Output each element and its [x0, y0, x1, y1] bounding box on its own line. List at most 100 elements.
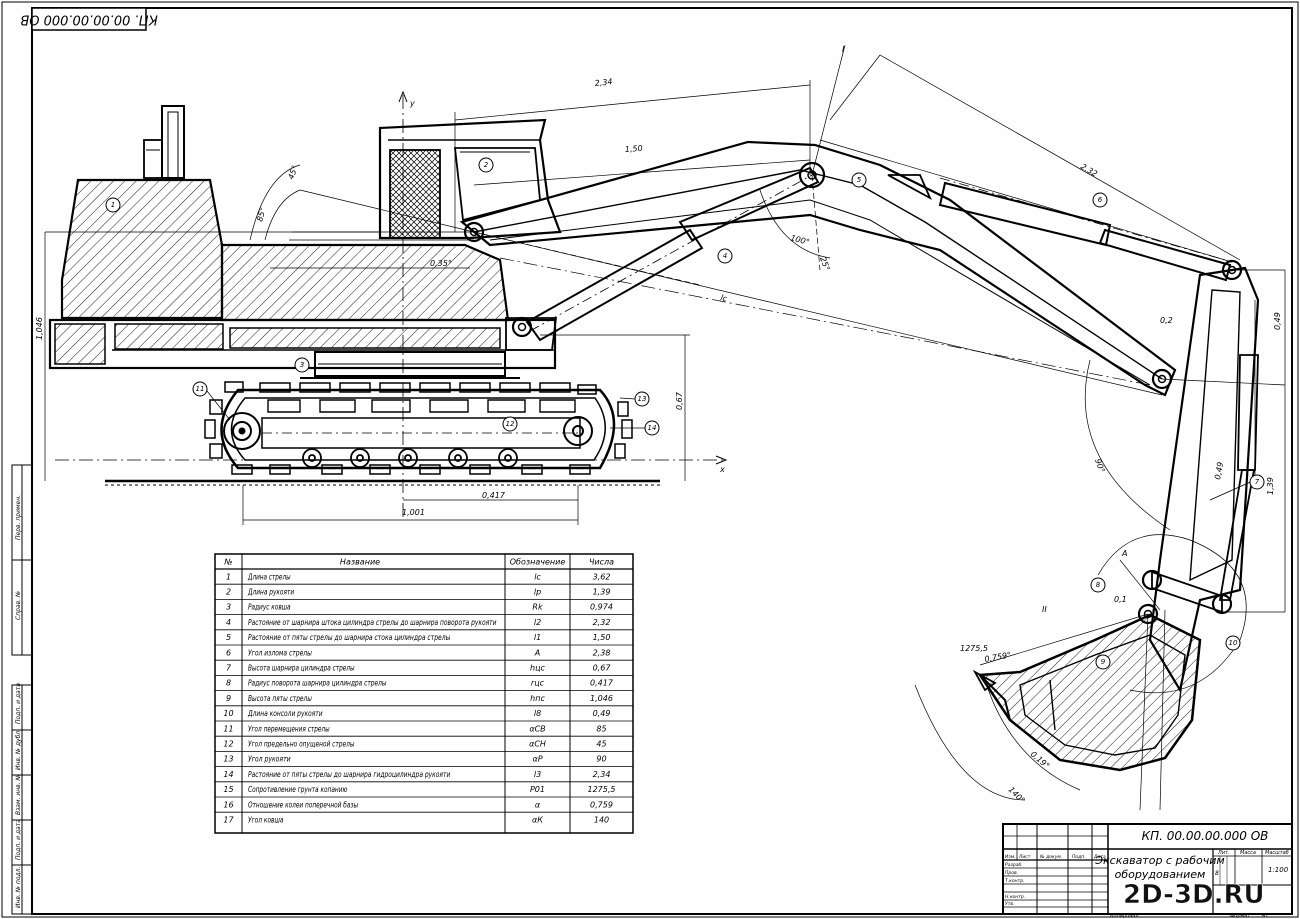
stamp-label-4: Инв. № дубл. — [15, 729, 22, 770]
dim-067: 0,67 — [675, 391, 684, 410]
table-cell-r6-c2: A — [534, 648, 540, 657]
table-cell-r16-c0: 16 — [223, 800, 233, 809]
table-cell-r15-c0: 15 — [223, 785, 233, 794]
table-cell-r4-c0: 4 — [226, 618, 231, 627]
title-format-value: А1 — [1261, 913, 1269, 919]
sheet-border-inner — [31, 7, 1293, 915]
dim-139: 1,39 — [1266, 477, 1275, 495]
table-cell-r2-c1: Длина рукояти — [247, 588, 294, 597]
callout-13: 13 — [638, 395, 647, 403]
dim-049a: 0,49 — [1273, 312, 1282, 330]
table-cell-r8-c1: Радиус поворота шарнира цилиндра стрелы — [248, 679, 386, 688]
callout-3: 3 — [300, 361, 304, 369]
title-copied: Копировал — [1110, 913, 1139, 919]
engine-housing — [60, 178, 224, 320]
table-header-2: Обозначение — [510, 558, 566, 567]
stamp-label-7: Инв. № подл. — [15, 867, 22, 908]
table-cell-r17-c0: 17 — [223, 816, 234, 825]
table-cell-r4-c1: Растояние от шарнира штока цилиндра стре… — [248, 618, 497, 627]
title-lit-label: Лит. — [1217, 850, 1230, 856]
roman-ii: II — [1042, 605, 1047, 614]
table-cell-r8-c2: rцс — [531, 679, 545, 688]
table-cell-r5-c1: Растояние от пяты стрелы до шарнира сток… — [248, 633, 450, 642]
watermark-logo: 2D-3D.RU — [1123, 880, 1265, 910]
axis-y-label: y — [409, 99, 415, 108]
table-cell-r14-c3: 2,34 — [593, 770, 611, 779]
top-code-box: КП. 00.00.00.000 ОВ — [20, 7, 158, 31]
table-cell-r3-c3: 0,974 — [590, 603, 613, 612]
table-cell-r16-c1: Отношение колеи поперечной базы — [248, 800, 358, 809]
table-cell-r2-c3: 1,39 — [593, 588, 611, 597]
table-cell-r6-c3: 2,38 — [593, 648, 611, 657]
table-cell-r13-c0: 13 — [223, 755, 233, 764]
title-block — [1002, 823, 1293, 915]
table-cell-r12-c1: Угол предельно опущеной стрелы — [248, 740, 355, 749]
table-cell-r11-c2: αСВ — [529, 724, 545, 733]
callout-9: 9 — [1101, 658, 1106, 666]
table-cell-r10-c0: 10 — [223, 709, 233, 718]
table-cell-r1-c3: 3,62 — [593, 572, 611, 581]
table-cell-r16-c3: 0,759 — [590, 800, 613, 809]
table-cell-r2-c2: lp — [534, 588, 541, 597]
angle-100: 100° — [789, 233, 810, 247]
table-cell-r11-c0: 11 — [223, 724, 233, 733]
table-cell-r13-c3: 90 — [596, 755, 606, 764]
table-cell-r14-c1: Растояние от пяты стрелы до шарнира гидр… — [248, 770, 450, 779]
table-cell-r12-c0: 12 — [223, 740, 233, 749]
callout-11: 11 — [196, 385, 205, 393]
table-cell-r16-c2: α — [535, 800, 541, 809]
table-cell-r15-c2: P01 — [530, 785, 545, 794]
table-cell-r11-c1: Угол перемещения стрелы — [248, 724, 330, 733]
callout-7: 7 — [1255, 478, 1260, 486]
table-cell-r7-c3: 0,67 — [593, 664, 612, 673]
callout-2: 2 — [484, 161, 489, 169]
table-cell-r17-c3: 140 — [594, 816, 609, 825]
title-col-izm: Изм. — [1005, 854, 1016, 860]
roman-i: I — [842, 45, 845, 54]
title-col-doc: № докум. — [1039, 854, 1062, 860]
title-row-nkontr: Н.контр. — [1005, 894, 1025, 900]
table-cell-r7-c1: Высота шарнира цилиндра стрелы — [248, 664, 355, 673]
dim-049b: 0,49 — [1213, 461, 1225, 480]
table-cell-r1-c2: lc — [534, 572, 541, 581]
dim-1046: 1,046 — [35, 317, 44, 340]
stick-cylinder — [938, 177, 1233, 282]
angle-45: 45° — [286, 164, 299, 180]
title-row-utv: Утв. — [1005, 901, 1014, 907]
angle-019: 0,19° — [1029, 750, 1051, 771]
table-cell-r1-c1: Длина стрелы — [247, 572, 290, 581]
title-col-list: Лист — [1018, 854, 1031, 860]
table-cell-r17-c2: αК — [532, 816, 543, 825]
dim-02: 0,2 — [1160, 316, 1173, 325]
table-cell-r9-c2: hпс — [530, 694, 545, 703]
title-col-date: Дата — [1093, 854, 1106, 860]
table-cell-r12-c3: 45 — [596, 740, 606, 749]
excavator-drawing — [44, 44, 1286, 811]
title-name-line2: оборудованием — [1115, 868, 1206, 881]
table-cell-r7-c0: 7 — [226, 664, 232, 673]
table-cell-r10-c2: l8 — [534, 709, 541, 718]
callout-8: 8 — [1096, 581, 1101, 589]
stamp-label-1: Перв. примен. — [15, 495, 22, 540]
top-code-text: КП. 00.00.00.000 ОВ — [20, 12, 157, 27]
table-cell-r5-c3: 1,50 — [593, 633, 611, 642]
title-mass-label: Масса — [1240, 850, 1256, 856]
bucket — [977, 613, 1202, 772]
dim-01: 0,1 — [1114, 595, 1127, 604]
platform-body — [220, 243, 510, 322]
table-cell-r15-c3: 1275,5 — [588, 785, 616, 794]
dim-232: 2,32 — [1079, 162, 1099, 179]
table-cell-r13-c1: Угол рукояти — [248, 755, 291, 764]
table-cell-r15-c1: Сопротивление грунта копанию — [248, 785, 348, 794]
table-cell-r14-c0: 14 — [223, 770, 233, 779]
title-code: КП. 00.00.00.000 ОВ — [1142, 829, 1269, 843]
table-cell-r7-c2: hцс — [530, 664, 546, 673]
table-cell-r8-c3: 0,417 — [590, 679, 614, 688]
table-cell-r9-c3: 1,046 — [590, 694, 613, 703]
table-header-0: № — [223, 558, 232, 567]
side-stamp — [11, 464, 33, 915]
stamp-label-2: Справ. № — [15, 591, 22, 620]
angle-85: 85° — [255, 206, 267, 222]
